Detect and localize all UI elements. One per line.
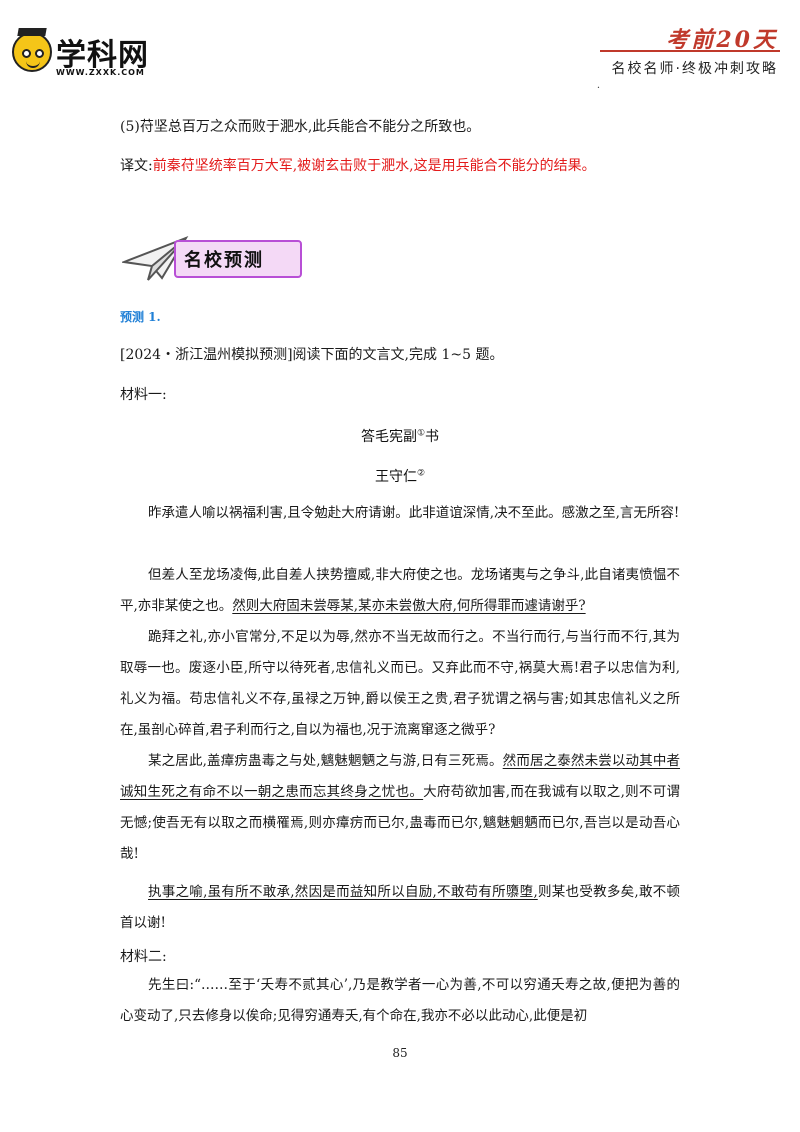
article-title: 答毛宪副①书 bbox=[0, 426, 800, 446]
page-number: 85 bbox=[392, 1046, 408, 1060]
author-name: 王守仁 bbox=[374, 469, 417, 485]
header-divider bbox=[600, 50, 780, 52]
paragraph-2-underlined: 然则大府固未尝辱某,某亦未尝傲大府,何所得罪而遽请谢乎? bbox=[232, 598, 586, 614]
article-title-suffix: 书 bbox=[425, 429, 440, 445]
mascot-icon bbox=[12, 28, 52, 72]
material1-label: 材料一: bbox=[120, 387, 167, 403]
logo-url: WWW.ZXXK.COM bbox=[56, 68, 145, 77]
paragraph-5-text: 则某也受教多矣,敢不顿首以谢! bbox=[120, 884, 681, 931]
paragraph-2: 但差人至龙场凌侮,此自差人挟势擅威,非大府使之也。龙场诸夷与之争斗,此自诸夷愤愠… bbox=[120, 560, 680, 622]
paragraph-4-underlined: 然而居之泰然未尝以动其中者诚知生死之有命不以一朝之患而忘其终身之忧也。 bbox=[120, 753, 681, 800]
paragraph-4: 某之居此,盖瘴疠蛊毒之与处,魑魅魍魉之与游,日有三死焉。然而居之泰然未尝以动其中… bbox=[120, 746, 680, 870]
paragraph-4-text-b: 大府苟欲加害,而在我诚有以取之,则不可谓无憾;使吾无有以取之而横罹焉,则亦瘴疠而… bbox=[120, 784, 680, 862]
paragraph-5: 执事之喻,虽有所不敢承,然因是而益知所以自励,不敢苟有所隳堕,则某也受教多矣,敢… bbox=[120, 877, 680, 939]
instruction: [2024・浙江温州模拟预测]阅读下面的文言文,完成 1~5 题。 bbox=[120, 347, 504, 363]
material2-label: 材料二: bbox=[120, 949, 167, 965]
banner-box bbox=[174, 240, 302, 278]
paragraph-1: 昨承遣人喻以祸福利害,且令勉赴大府请谢。此非道谊深情,决不至此。感激之至,言无所… bbox=[148, 505, 680, 521]
series-subtitle: 名校名师·终极冲刺攻略 bbox=[611, 61, 778, 77]
logo-text: 学科网 bbox=[56, 38, 149, 73]
section-banner: 名校预测 bbox=[122, 234, 304, 284]
translation-text: 前秦苻坚统率百万大军,被谢玄击败于淝水,这是用兵能合不能分的结果。 bbox=[152, 158, 596, 174]
translation-label: 译文: bbox=[120, 158, 153, 174]
article-author: 王守仁② bbox=[0, 466, 800, 486]
author-mark: ② bbox=[416, 468, 426, 479]
article-title-text: 答毛宪副 bbox=[360, 429, 417, 445]
example-sentence: (5)苻坚总百万之众而败于淝水,此兵能合不能分之所致也。 bbox=[120, 119, 481, 135]
paragraph-4-text: 某之居此,盖瘴疠蛊毒之与处,魑魅魍魉之与游,日有三死焉。 bbox=[148, 753, 503, 769]
prediction-label: 预测 1. bbox=[120, 310, 161, 324]
paragraph-5-underlined: 执事之喻,虽有所不敢承,然因是而益知所以自励,不敢苟有所隳堕, bbox=[148, 884, 538, 900]
translation-line: 译文:前秦苻坚统率百万大军,被谢玄击败于淝水,这是用兵能合不能分的结果。 bbox=[120, 155, 596, 175]
series-title: 考前20天 bbox=[666, 27, 778, 53]
header-dot: . bbox=[596, 80, 600, 91]
footnote-mark: ① bbox=[416, 428, 426, 439]
paragraph-6: 先生曰:“……至于‘夭寿不贰其心’,乃是教学者一心为善,不可以穷通夭寿之故,便把… bbox=[120, 977, 680, 1024]
banner-label: 名校预测 bbox=[184, 250, 264, 271]
paragraph-3: 跪拜之礼,亦小官常分,不足以为辱,然亦不当无故而行之。不当行而行,与当行而不行,… bbox=[120, 629, 680, 738]
zxxk-logo: 学科网 WWW.ZXXK.COM bbox=[12, 28, 172, 78]
paragraph-2-text: 但差人至龙场凌侮,此自差人挟势擅威,非大府使之也。龙场诸夷与之争斗,此自诸夷愤愠… bbox=[120, 567, 680, 614]
